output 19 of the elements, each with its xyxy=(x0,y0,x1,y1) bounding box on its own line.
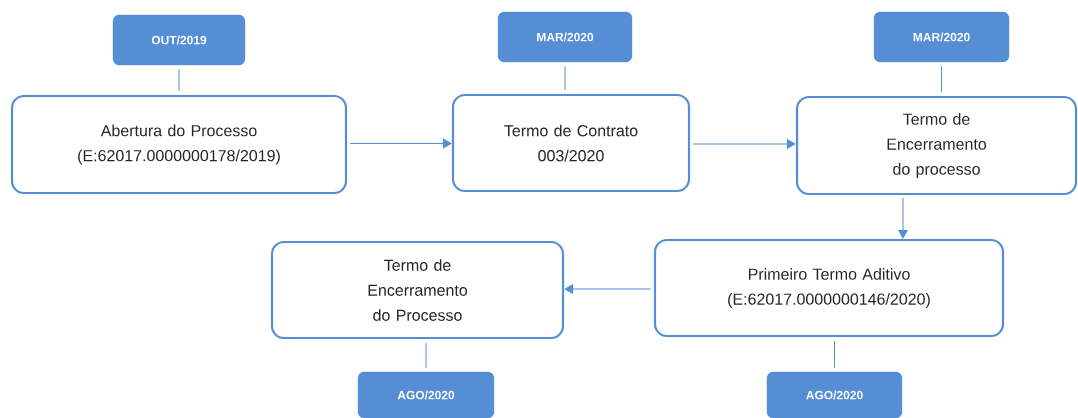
arrow xyxy=(349,138,452,149)
process-box: Termo de Encerramento do Processo xyxy=(270,240,565,340)
date-tag: MAR/2020 xyxy=(873,11,1010,63)
date-tag: MAR/2020 xyxy=(497,11,633,63)
date-tag: AGO/2020 xyxy=(357,371,495,418)
arrow xyxy=(564,284,652,294)
date-tag: AGO/2020 xyxy=(766,371,903,418)
connector-line xyxy=(941,65,942,93)
process-box: Abertura do Processo (E:62017.0000000178/2019) xyxy=(10,94,348,195)
arrow xyxy=(898,197,908,239)
date-tag: OUT/2019 xyxy=(112,14,246,66)
process-box: Termo de Encerramento do processo xyxy=(795,95,1078,196)
connector-line xyxy=(178,68,180,92)
process-box: Termo de Contrato 003/2020 xyxy=(451,93,691,193)
arrow xyxy=(692,139,796,149)
connector-line xyxy=(425,342,427,369)
process-box: Primeiro Termo Aditivo (E:62017.0000000146/2020) xyxy=(653,238,1005,338)
connector-line xyxy=(834,340,835,369)
connector-line xyxy=(564,65,566,91)
